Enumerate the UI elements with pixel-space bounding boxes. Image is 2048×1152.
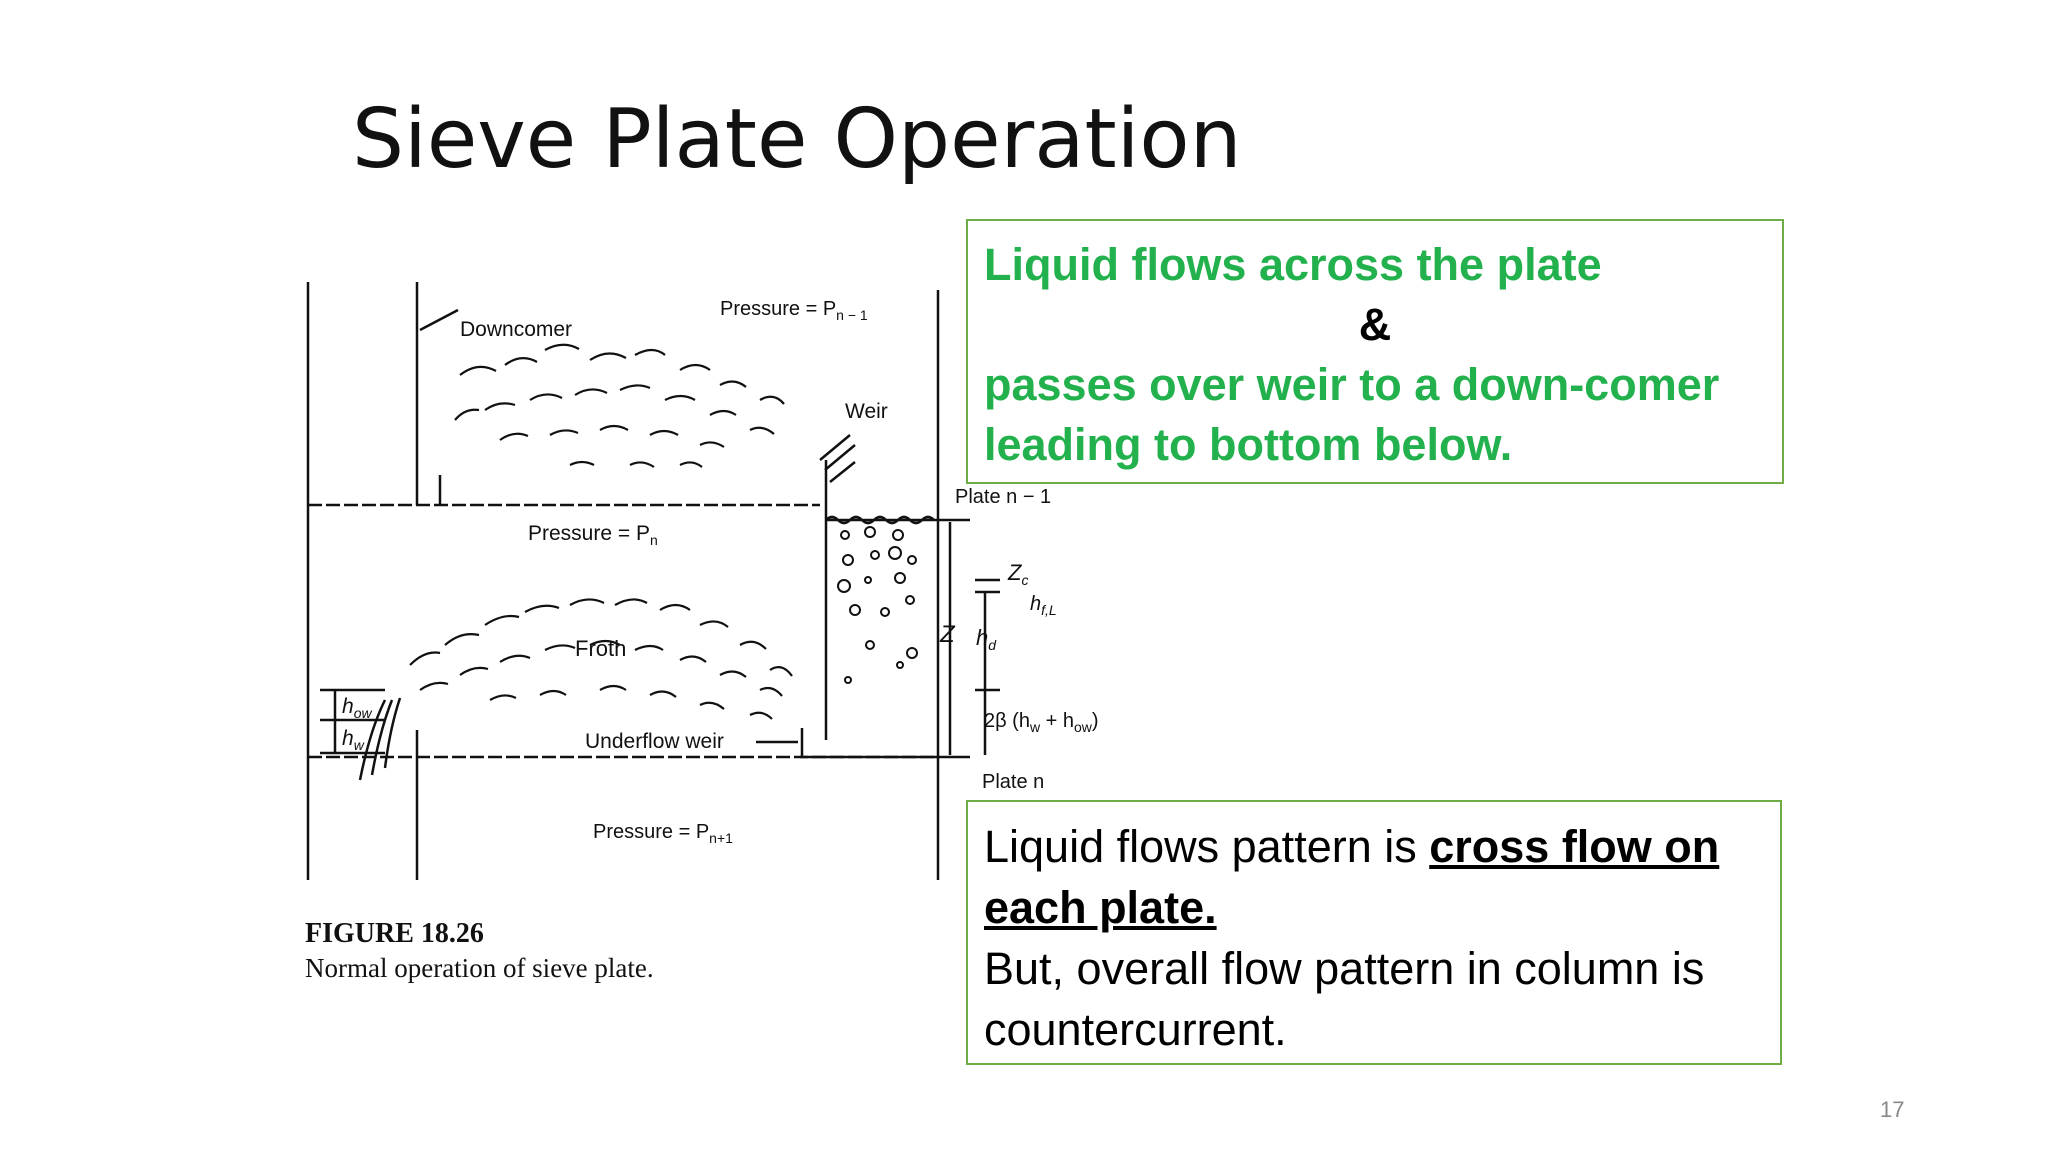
downcomer-label: Downcomer: [460, 318, 572, 341]
hfl-label: hf,L: [1030, 593, 1057, 618]
pattern-line-3: But, overall flow pattern in column is: [984, 943, 1705, 994]
pressure-mid-label: Pressure = Pn: [528, 522, 658, 548]
callout-line-2: passes over weir to a down-comer: [984, 359, 1720, 410]
pattern-line-2: each plate.: [984, 877, 1764, 938]
how-label: how: [342, 695, 372, 721]
each-plate-emphasis: each plate.: [984, 882, 1217, 933]
hw-label: hw: [342, 727, 365, 753]
cross-flow-emphasis: cross flow on: [1429, 821, 1720, 872]
froth-label: Froth: [575, 636, 626, 661]
callout-ampersand: &: [1358, 299, 1392, 350]
page-number: 17: [1880, 1097, 1905, 1122]
top-callout-box: Liquid flows across the plate & passes o…: [966, 219, 1784, 484]
sieve-plate-figure: Downcomer Pressure = Pn − 1 Weir Pressur…: [306, 282, 1099, 880]
callout-line-1: Liquid flows across the plate: [984, 239, 1602, 290]
plate-top-label: Plate n − 1: [955, 486, 1051, 508]
figure-caption-text: Normal operation of sieve plate.: [305, 953, 654, 983]
slide-title: Sieve Plate Operation: [352, 92, 1242, 187]
pressure-top-label: Pressure = Pn − 1: [720, 298, 868, 323]
weir-label: Weir: [845, 400, 888, 423]
zc-label: Zc: [1007, 560, 1028, 588]
plate-bottom-label: Plate n: [982, 771, 1044, 793]
underflow-weir-label: Underflow weir: [585, 730, 724, 753]
callout-line-3: leading to bottom below.: [984, 419, 1513, 470]
figure-caption-title: FIGURE 18.26: [305, 918, 484, 949]
bottom-callout-box: Liquid flows pattern is cross flow on ea…: [966, 800, 1782, 1065]
beta-label: 2β (hw + how): [984, 710, 1099, 735]
pattern-line-4: countercurrent.: [984, 1004, 1287, 1055]
pressure-bottom-label: Pressure = Pn+1: [593, 821, 733, 846]
z-label: Z: [939, 621, 956, 648]
pattern-line-1: Liquid flows pattern is cross flow on: [984, 821, 1720, 872]
hd-label: hd: [976, 625, 997, 653]
